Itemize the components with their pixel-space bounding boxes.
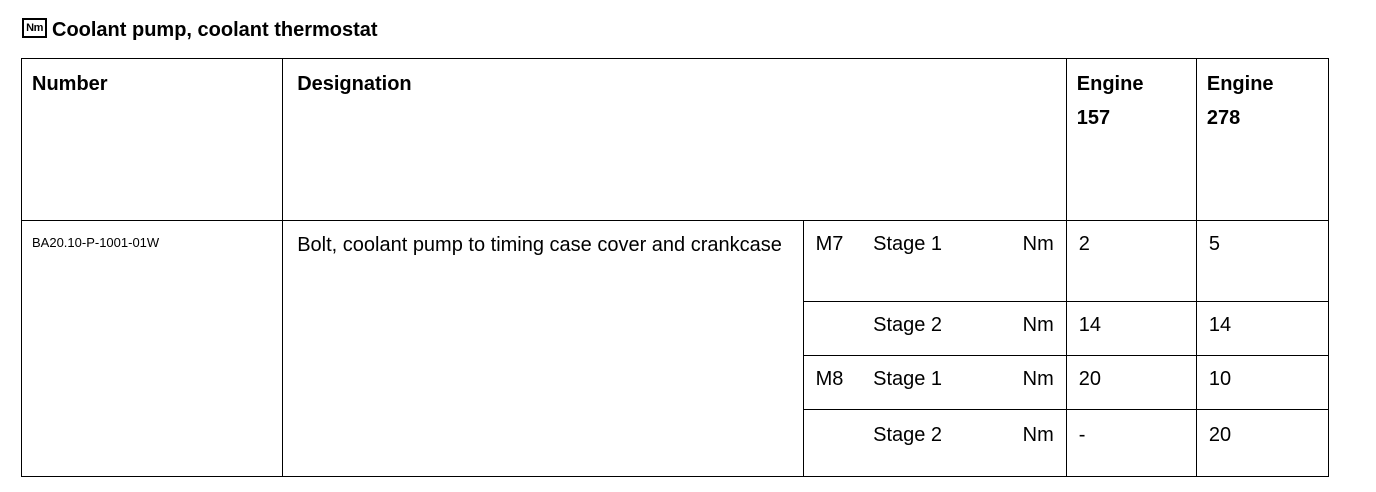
- unit-cell: Nm: [1001, 409, 1067, 477]
- engine-157-value: -: [1066, 409, 1197, 477]
- column-header-engine-278: Engine 278: [1195, 58, 1330, 221]
- designation-cell: Bolt, coolant pump to timing case cover …: [282, 220, 804, 477]
- unit-cell: Nm: [1001, 220, 1067, 302]
- thread-cell: [803, 301, 862, 356]
- page-title: Coolant pump, coolant thermostat: [52, 18, 378, 41]
- thread-cell: [803, 409, 862, 477]
- stage-cell: Stage 2: [861, 409, 1002, 477]
- header-row: Number Designation Engine 157 Engine 278: [20, 58, 1330, 221]
- unit-cell: Nm: [1001, 355, 1067, 410]
- unit-cell: Nm: [1001, 301, 1067, 356]
- table-row: Stage 2 Nm - 20: [22, 409, 1330, 477]
- torque-nm-icon: Nm: [22, 18, 47, 38]
- stage-cell: Stage 1: [861, 355, 1002, 410]
- torque-table: Number Designation Engine 157 Engine 278…: [20, 58, 1330, 477]
- section-title-row: Nm Coolant pump, coolant thermostat: [22, 17, 378, 43]
- stage-cell: Stage 2: [861, 301, 1002, 356]
- engine-157-value: 14: [1066, 301, 1197, 356]
- thread-cell: M7: [803, 220, 862, 302]
- column-header-designation: Designation: [282, 58, 1067, 221]
- thread-cell: M8: [803, 355, 862, 410]
- engine-278-value: 14: [1196, 301, 1330, 356]
- engine-278-value: 20: [1196, 409, 1330, 477]
- part-number-cell: BA20.10-P-1001-01W: [20, 220, 284, 477]
- engine-157-value: 20: [1066, 355, 1197, 410]
- engine-157-value: 2: [1066, 220, 1197, 302]
- stage-cell: Stage 1: [861, 220, 1002, 302]
- table-row: Stage 2 Nm 14 14: [22, 301, 1330, 356]
- column-header-engine-157: Engine 157: [1065, 58, 1197, 221]
- column-header-number: Number: [20, 58, 284, 221]
- engine-278-value: 5: [1196, 220, 1330, 302]
- table-row: M8 Stage 1 Nm 20 10: [22, 355, 1330, 410]
- table-row: BA20.10-P-1001-01W Bolt, coolant pump to…: [20, 220, 1330, 477]
- engine-278-value: 10: [1196, 355, 1330, 410]
